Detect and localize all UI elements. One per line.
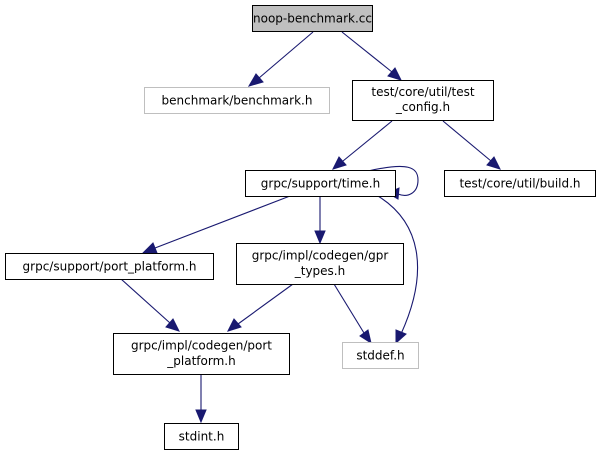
node-benchmark-h[interactable]: benchmark/benchmark.h bbox=[144, 87, 330, 114]
edge-port-platform-support-to-codegen bbox=[120, 278, 180, 332]
node-stdint-h[interactable]: stdint.h bbox=[164, 423, 239, 450]
edges bbox=[120, 31, 501, 424]
node-label: benchmark/benchmark.h bbox=[162, 94, 313, 108]
node-label: test/core/util/build.h bbox=[459, 177, 580, 191]
node-gpr-types-h[interactable]: grpc/impl/codegen/gpr _types.h bbox=[236, 243, 404, 285]
edge-test-config-to-build bbox=[442, 120, 501, 170]
node-label: grpc/support/port_platform.h bbox=[23, 260, 197, 274]
node-stddef-h[interactable]: stddef.h bbox=[342, 342, 419, 369]
node-label-line-2: _types.h bbox=[294, 264, 345, 278]
edge-root-to-test-config bbox=[341, 31, 402, 81]
edge-codegen-to-stdint bbox=[195, 374, 207, 424]
edge-gpr-types-to-codegen bbox=[227, 283, 294, 332]
node-grpc-support-time-h[interactable]: grpc/support/time.h bbox=[245, 170, 396, 197]
node-build-h[interactable]: test/core/util/build.h bbox=[444, 170, 596, 197]
node-label-line-2: _config.h bbox=[395, 100, 450, 114]
node-label-line-1: grpc/impl/codegen/gpr bbox=[252, 249, 389, 263]
node-label-line-1: test/core/util/test bbox=[371, 85, 474, 99]
node-label: noop-benchmark.cc bbox=[253, 12, 372, 26]
edge-time-to-stddef bbox=[377, 195, 419, 345]
node-test-config-h[interactable]: test/core/util/test _config.h bbox=[352, 80, 494, 121]
edge-test-config-to-time bbox=[332, 120, 393, 170]
edge-time-to-gpr-types bbox=[314, 196, 326, 245]
node-label: grpc/support/time.h bbox=[261, 177, 380, 191]
node-noop-benchmark-cc[interactable]: noop-benchmark.cc bbox=[252, 5, 373, 32]
node-label-line-1: grpc/impl/codegen/port bbox=[131, 339, 272, 353]
node-codegen-port-platform-h[interactable]: grpc/impl/codegen/port _platform.h bbox=[113, 333, 290, 375]
node-label-line-2: _platform.h bbox=[166, 354, 235, 368]
edge-gpr-types-to-stddef bbox=[333, 283, 372, 345]
node-label: stddef.h bbox=[356, 349, 404, 363]
edge-root-to-benchmark bbox=[247, 31, 314, 87]
node-support-port-platform-h[interactable]: grpc/support/port_platform.h bbox=[5, 253, 214, 280]
node-label: stdint.h bbox=[179, 430, 225, 444]
